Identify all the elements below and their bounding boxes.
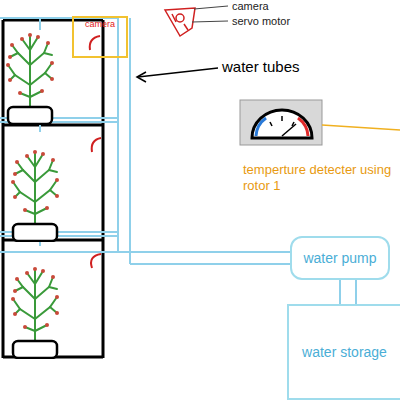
node-text: water pump [303,250,376,266]
pipe-connector [356,280,357,304]
camera-box: camera [72,16,128,58]
node-text: camera [85,19,115,29]
pipe-connector [340,280,341,304]
tube-label: water tubes [222,58,300,75]
node-text: water storage [302,344,387,360]
sensor-label: temperture detecter using rotor 1 [243,162,393,195]
water-storage: water storage [287,304,400,400]
icon-label: camera [232,0,269,12]
water-pump: water pump [290,236,390,280]
icon-label: servo motor [232,15,290,27]
